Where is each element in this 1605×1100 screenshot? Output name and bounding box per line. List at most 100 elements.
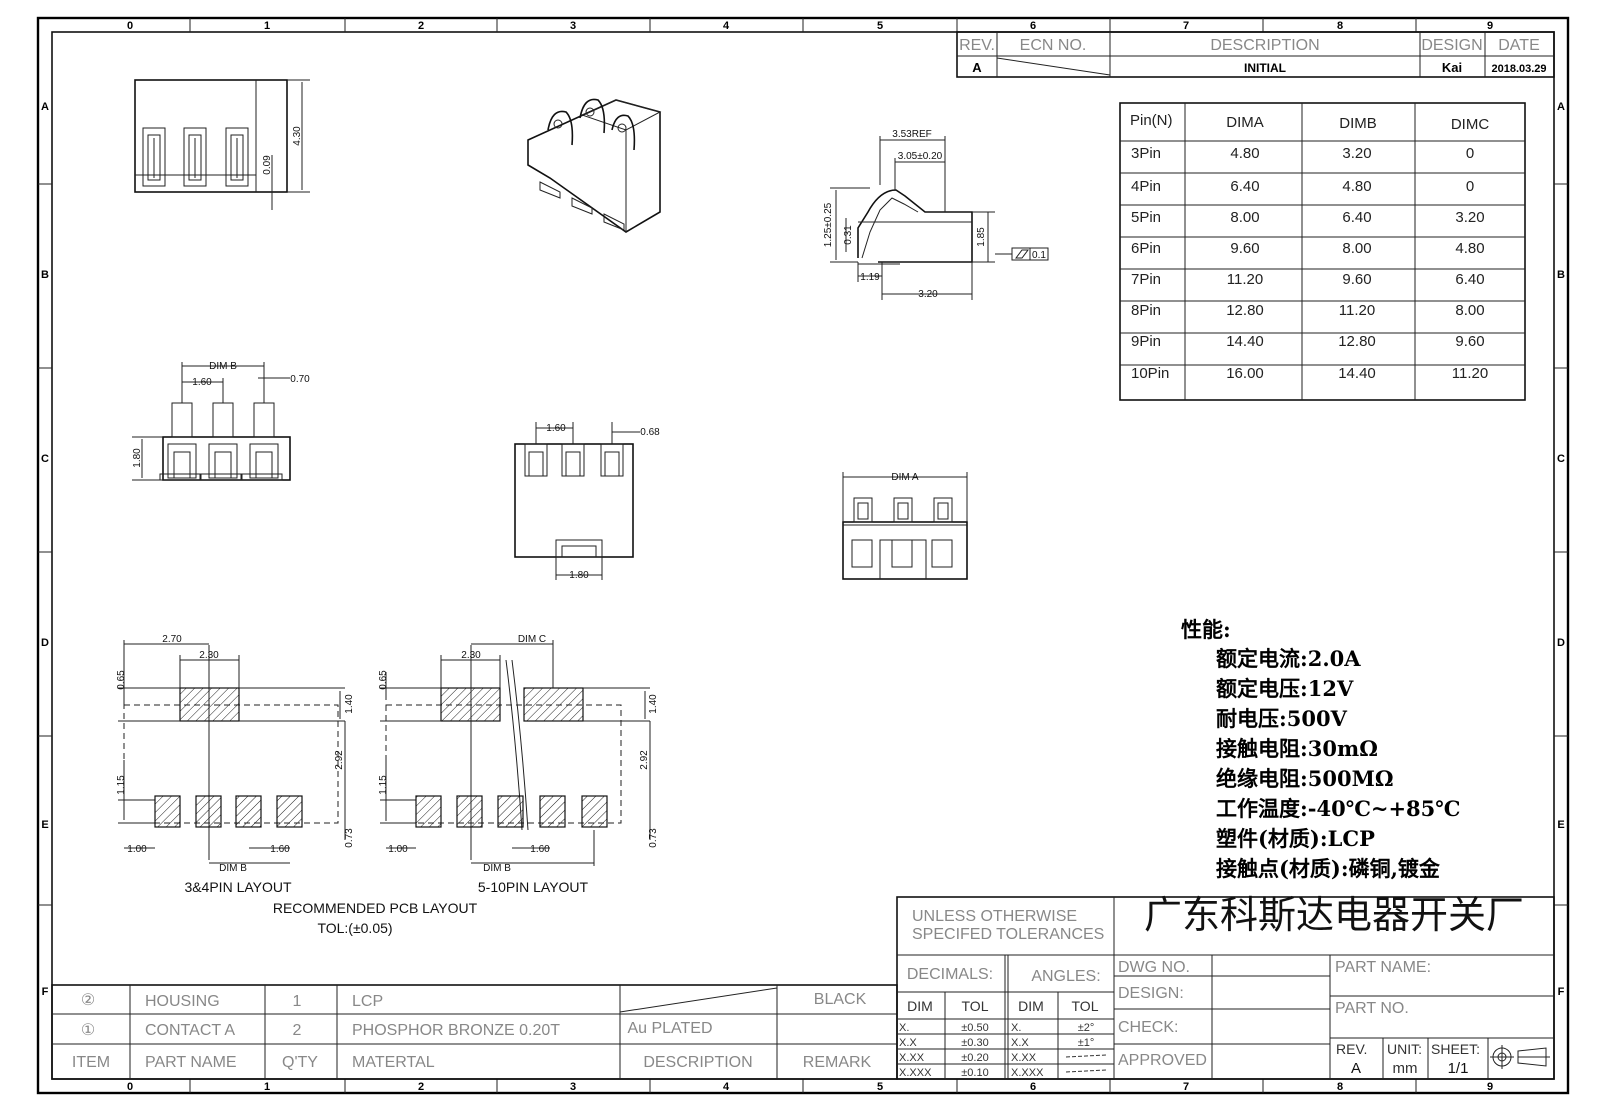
rev-value: A [972,60,982,75]
pin-count-cell: 4Pin [1131,178,1161,195]
col-number: 1 [264,20,270,32]
bom-header-part: PART NAME [145,1054,237,1071]
dimension-cell: 9.60 [1342,271,1371,288]
tol-header: TOL [1072,998,1099,1014]
dimension-cell: 6.40 [1230,178,1259,195]
dim-label: 1.60 [530,844,550,855]
col-number: 1 [264,1081,270,1093]
dimension-cell: 3.20 [1342,145,1371,162]
layout-caption-3-4pin: 3&4PIN LAYOUT [184,879,292,895]
dim-label: 2.92 [334,750,345,770]
dim-label: 1.80 [132,448,143,468]
row-letter: C [1557,453,1565,465]
dim-label: 1.00 [127,844,147,855]
design-label: DESIGN: [1118,985,1184,1002]
dimension-cell: 3.20 [1455,209,1484,226]
dimension-cell: 9.60 [1455,333,1484,350]
dim-label: 2.30 [461,650,481,661]
design-header: DESIGN [1421,37,1482,54]
col-number: 7 [1183,20,1189,32]
dimension-cell: 8.00 [1230,209,1259,226]
col-number: 3 [570,1081,576,1093]
dim-label: 0.73 [648,828,659,848]
dim-label: 0.31 [843,225,854,245]
pin-table-header: DIMC [1451,116,1489,133]
rev-header: REV. [959,37,995,54]
bom-qty: 1 [293,993,302,1010]
angle-tolerance-cell: ±1° [1078,1037,1095,1049]
col-number: 5 [877,1081,883,1093]
dimension-cell: 4.80 [1230,145,1259,162]
spec-line: 额定电压:12V [1216,676,1354,701]
dim-label: 2.92 [639,750,650,770]
decimal-tolerance-cell: X.XX [899,1052,925,1064]
dim-label: DIM C [518,634,546,645]
dim-label: 1.00 [388,844,408,855]
bom-part: CONTACT A [145,1022,235,1039]
spec-line: 塑件(材质):LCP [1216,826,1375,851]
dim-label: 0.1 [1032,250,1046,261]
layout-caption-5-10pin: 5-10PIN LAYOUT [478,879,589,895]
row-letter: A [41,101,49,113]
spec-line: 绝缘电阻:500MΩ [1216,766,1394,791]
title-block: UNLESS OTHERWISE SPECIFED TOLERANCES DEC… [896,895,1555,1080]
col-number: 2 [418,1081,424,1093]
row-letter: F [1558,986,1565,998]
pin-count-cell: 10Pin [1131,365,1169,382]
back-view: 1.60 0.68 1.80 [514,422,660,581]
pin-table-header: DIMB [1339,115,1377,132]
dimension-cell: 12.80 [1338,333,1376,350]
spec-line: 工作温度:-40℃~+85℃ [1216,796,1460,821]
description-value: INITIAL [1244,61,1286,75]
revision-block: REV. ECN NO. DESCRIPTION DESIGN DATE A I… [956,31,1555,78]
pin-count-cell: 5Pin [1131,209,1161,226]
dim-label: 0.70 [290,374,310,385]
decimals-label: DECIMALS: [907,966,993,983]
angles-label: ANGLES: [1031,968,1100,985]
col-number: 6 [1030,1081,1036,1093]
dimension-cell: 0 [1466,145,1474,162]
dim-label: 4.30 [292,126,303,146]
decimal-tolerance-cell: ±0.50 [961,1022,988,1034]
unless-otherwise: UNLESS OTHERWISE [912,908,1077,925]
bom-description: Au PLATED [627,1020,712,1037]
pcb-layout-3-4pin: 2.70 2.30 0.65 1.40 2.92 1.15 0.73 1.00 … [116,634,355,874]
dim-label: 1.19 [860,272,880,283]
bom-material: PHOSPHOR BRONZE 0.20T [352,1022,560,1039]
decimal-tolerance-cell: X.X [899,1037,917,1049]
check-label: CHECK: [1118,1019,1178,1036]
decimal-tolerance-cell: ±0.30 [961,1037,988,1049]
dimension-cell: 8.00 [1342,240,1371,257]
dimension-cell: 6.40 [1342,209,1371,226]
bom-material: LCP [352,993,383,1010]
dim-label: 1.25±0.25 [823,202,834,247]
date-header: DATE [1498,37,1539,54]
angle-tolerance-cell: X.XX [1011,1052,1037,1064]
dimension-cell: 14.40 [1226,333,1264,350]
bom-header-qty: Q'TY [282,1054,318,1071]
col-number: 2 [418,20,424,32]
rev-value: A [1351,1060,1361,1077]
col-number: 4 [723,1081,730,1093]
dimension-cell: 6.40 [1455,271,1484,288]
part-name-label: PART NAME: [1335,959,1431,976]
row-letter: E [1557,819,1564,831]
row-letter: F [42,986,49,998]
approved-label: APPROVED [1118,1052,1207,1069]
dimension-cell: 11.20 [1339,302,1375,319]
blank-tolerance-line [1065,1069,1107,1073]
dim-label: 2.30 [199,650,219,661]
row-letter: A [1557,101,1565,113]
ecn-header: ECN NO. [1020,37,1087,54]
row-letter: D [41,637,49,649]
sheet-value: 1/1 [1448,1060,1469,1077]
dimension-cell: 12.80 [1226,302,1264,319]
row-letter: C [41,453,49,465]
isometric-view [527,98,662,233]
tolerance-caption: TOL:(±0.05) [317,920,392,936]
bom-part: HOUSING [145,993,220,1010]
dim-label: DIM A [891,472,919,483]
bom-header-material: MATERTAL [352,1054,435,1071]
dim-label: 3.53REF [892,129,931,140]
angle-tolerance-cell: ±2° [1078,1022,1095,1034]
